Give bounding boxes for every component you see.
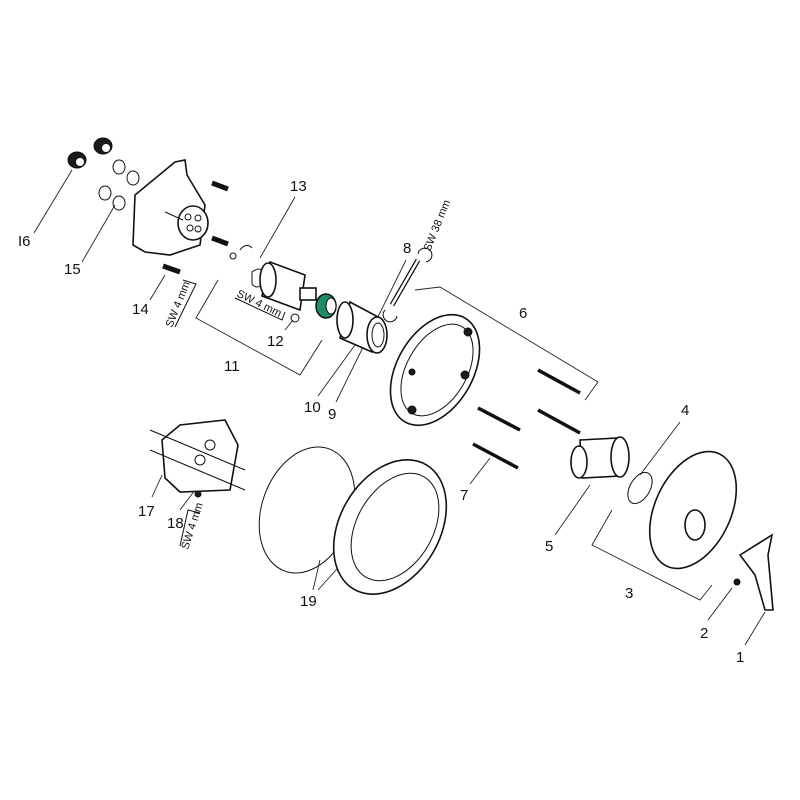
- label-4: 4: [681, 402, 689, 419]
- part-16-caps: [67, 137, 113, 169]
- part-labels: 1 2 3 4 5 6 7 8 9 10 11 12 13 14 15 I6 1…: [18, 178, 744, 666]
- screws: [162, 180, 253, 275]
- label-10: 10: [304, 399, 321, 416]
- green-ring: [315, 293, 337, 319]
- part-3-cover: [648, 450, 738, 570]
- part-17-body: [149, 419, 246, 498]
- label-19: 19: [300, 593, 317, 610]
- tool-label-sw4-a: SW 4 mm: [164, 280, 193, 329]
- part-7-screws: [472, 368, 581, 470]
- label-14: 14: [132, 301, 149, 318]
- label-11: 11: [224, 358, 240, 375]
- label-13: 13: [290, 178, 307, 195]
- part-5-sleeve: [570, 436, 630, 479]
- label-16: I6: [18, 233, 31, 250]
- part-9-sleeve: [336, 300, 388, 354]
- label-18: 18: [167, 515, 184, 532]
- leader-lines: [33, 169, 766, 646]
- tool-label-sw38: SW 38 mm: [422, 198, 454, 253]
- part-13-cartridge: [251, 260, 317, 323]
- label-6: 6: [519, 305, 527, 322]
- part-15-orings: [98, 159, 140, 211]
- label-5: 5: [545, 538, 553, 555]
- label-1: 1: [736, 649, 744, 666]
- part-1-handle: [738, 533, 774, 611]
- label-2: 2: [700, 625, 708, 642]
- label-7: 7: [460, 487, 468, 504]
- part-19-ring: [258, 446, 448, 595]
- label-3: 3: [625, 585, 633, 602]
- valve-body: [132, 159, 209, 256]
- part-6-plate: [389, 313, 481, 427]
- label-8: 8: [403, 240, 411, 257]
- part-4-oring: [627, 471, 653, 505]
- label-17: 17: [138, 503, 155, 520]
- label-12: 12: [267, 333, 284, 350]
- label-9: 9: [328, 406, 336, 423]
- part-2-screw: [733, 578, 741, 586]
- wrench-sw38: [382, 247, 433, 323]
- label-15: 15: [64, 261, 81, 278]
